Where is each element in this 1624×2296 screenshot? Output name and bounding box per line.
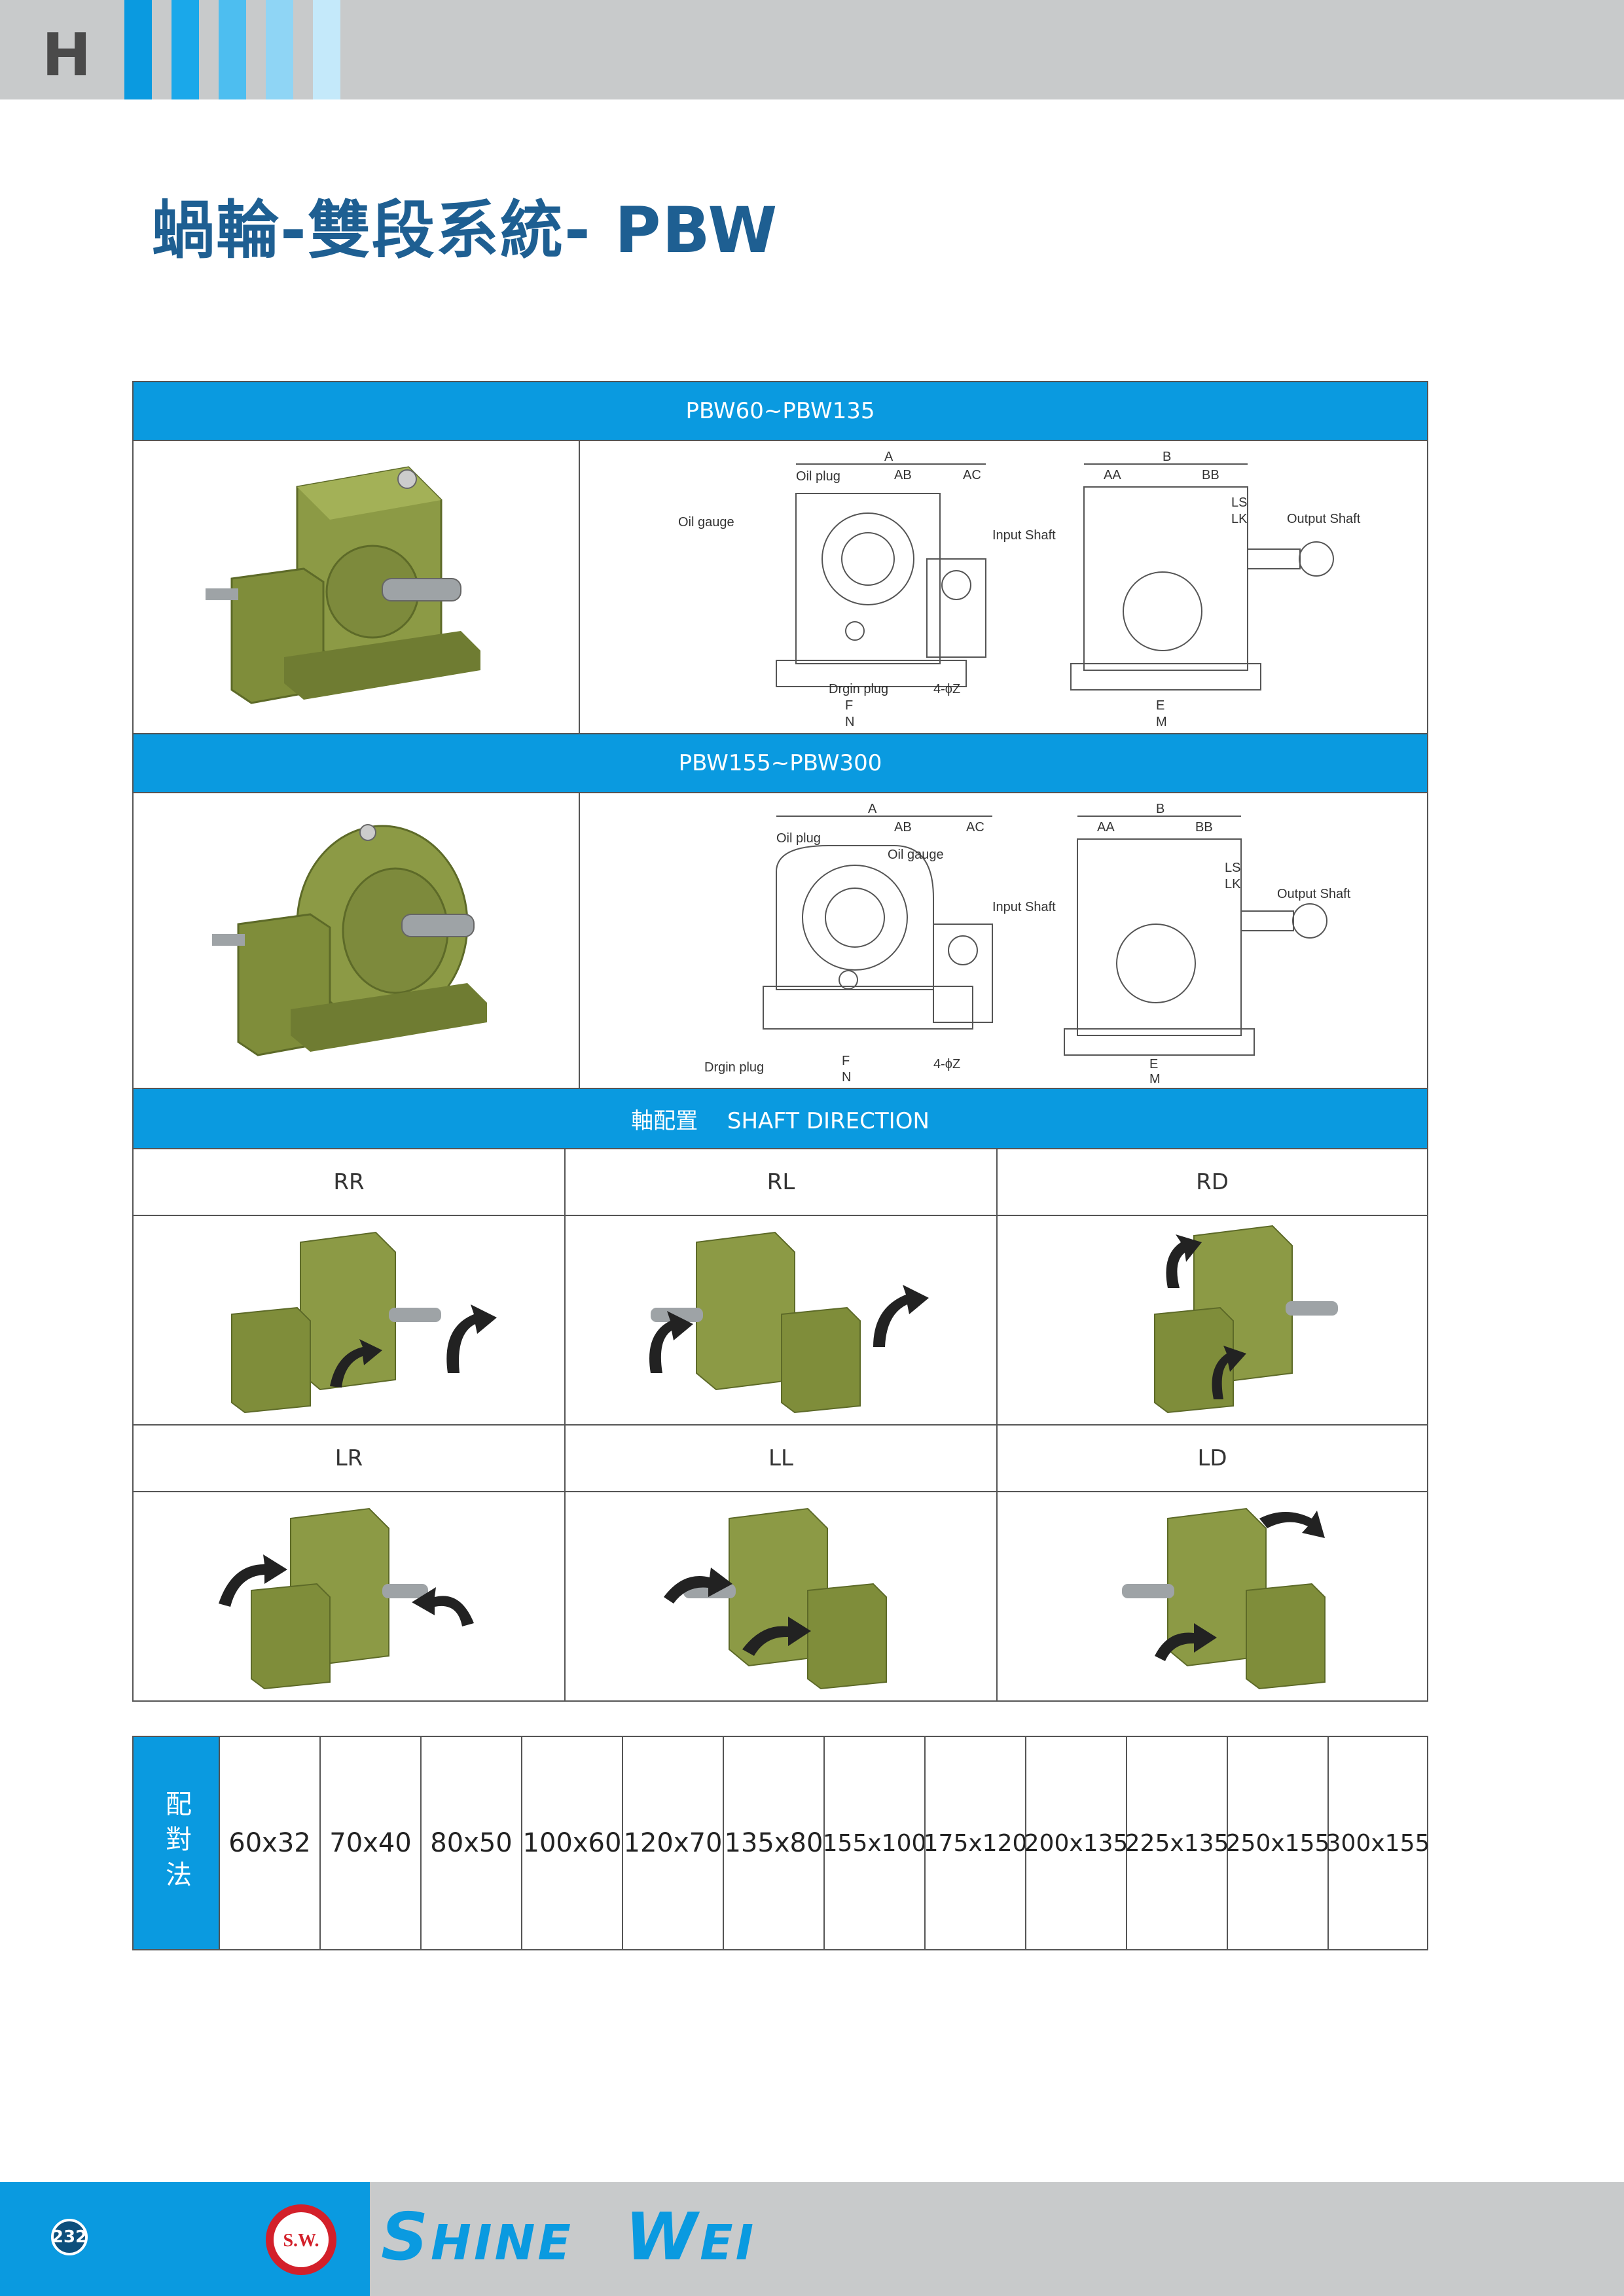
label-drain-plug: Drgin plug (704, 1060, 764, 1075)
direction-image-lr (132, 1491, 566, 1702)
label-dim-m: M (1149, 1072, 1161, 1086)
direction-image-ll (564, 1491, 998, 1702)
matching-value: 135x80 (723, 1736, 825, 1950)
header-stripe (219, 0, 246, 99)
brand-rest: EI (700, 2215, 757, 2271)
direction-image-rd (996, 1215, 1428, 1426)
header-stripe (266, 0, 293, 99)
label-dim-ab: AB (894, 820, 912, 834)
label-dim-n: N (845, 715, 854, 729)
label-dim-f: F (842, 1054, 850, 1068)
label-dim-ac: AC (963, 468, 981, 482)
label-dim-n: N (842, 1070, 851, 1085)
gearbox-ll-icon (664, 1507, 887, 1690)
label-dim-a: A (868, 802, 877, 816)
direction-image-rl (564, 1215, 998, 1426)
label-dim-aa: AA (1097, 820, 1115, 834)
direction-label-ld: LD (996, 1424, 1428, 1492)
photo-cell (132, 440, 580, 734)
label-dim-bb: BB (1195, 820, 1213, 834)
matching-value: 155x100 (823, 1736, 926, 1950)
header-stripe (171, 0, 199, 99)
matching-value: 120x70 (622, 1736, 724, 1950)
label-dim-ab: AB (894, 468, 912, 482)
matching-value: 300x155 (1326, 1736, 1430, 1950)
label-oil-gauge: Oil gauge (678, 515, 734, 529)
label-dim-bb: BB (1202, 468, 1219, 482)
matching-value: 70x40 (319, 1736, 422, 1950)
label-input-shaft: Input Shaft (992, 528, 1056, 543)
brand-letter: W (624, 2198, 700, 2275)
header-stripe (124, 0, 152, 99)
label-dim-m: M (1156, 715, 1167, 729)
matching-value: 200x135 (1024, 1736, 1128, 1950)
drawing-cell: Oil plug Oil gauge Input Shaft Output Sh… (579, 792, 1428, 1089)
brand-rest: HINE (431, 2215, 573, 2271)
label-dim-lk: LK (1225, 877, 1241, 891)
brand-name: SHINE WEI (381, 2204, 756, 2270)
label-dim-a: A (884, 450, 893, 464)
gearbox-rr-icon (231, 1231, 497, 1414)
direction-label-lr: LR (132, 1424, 566, 1492)
direction-label-rl: RL (564, 1148, 998, 1216)
section-bar-shaft-direction: 軸配置 SHAFT DIRECTION (132, 1088, 1428, 1149)
gearbox-rl-icon (649, 1231, 929, 1414)
label-holes: 4-ϕZ (933, 1057, 960, 1071)
label-dim-e: E (1156, 698, 1164, 713)
header-stripe (313, 0, 340, 99)
label-dim-ls: LS (1225, 861, 1240, 875)
gearbox-photo-small (206, 466, 480, 704)
company-logo-icon: S.W. (266, 2204, 336, 2275)
matching-value: 80x50 (420, 1736, 522, 1950)
page-title: 蝸輪-雙段系統- PBW (152, 194, 779, 267)
gearbox-lr-icon (219, 1507, 474, 1690)
label-output-shaft: Output Shaft (1287, 512, 1361, 526)
gearbox-photo-large (212, 824, 487, 1056)
matching-value: 100x60 (521, 1736, 623, 1950)
label-dim-lk: LK (1231, 512, 1248, 526)
direction-label-rr: RR (132, 1148, 566, 1216)
label-oil-plug: Oil plug (796, 469, 840, 484)
label-dim-ac: AC (966, 820, 984, 834)
direction-image-ld (996, 1491, 1428, 1702)
label-oil-gauge: Oil gauge (888, 848, 944, 862)
matching-value: 225x135 (1125, 1736, 1229, 1950)
label-dim-b: B (1163, 450, 1171, 464)
direction-label-ll: LL (564, 1424, 998, 1492)
label-dim-aa: AA (1104, 468, 1121, 482)
label-output-shaft: Output Shaft (1277, 887, 1351, 901)
footer-right (370, 2182, 1624, 2296)
section-bar-pbw155-300: PBW155~PBW300 (132, 733, 1428, 793)
matching-header: 配對法 (132, 1736, 220, 1950)
label-dim-e: E (1149, 1057, 1158, 1071)
label-drain-plug: Drgin plug (829, 682, 888, 696)
direction-image-rr (132, 1215, 566, 1426)
logo-text: S.W. (283, 2231, 319, 2251)
section-letter: H (42, 21, 92, 90)
matching-value: 175x120 (924, 1736, 1027, 1950)
label-input-shaft: Input Shaft (992, 900, 1056, 914)
label-dim-f: F (845, 698, 853, 713)
label-dim-b: B (1156, 802, 1164, 816)
technical-drawing-small: Oil plug Oil gauge Input Shaft Output Sh… (678, 450, 1361, 729)
direction-label-rd: RD (996, 1148, 1428, 1216)
matching-value: 60x32 (219, 1736, 321, 1950)
technical-drawing-large: Oil plug Oil gauge Input Shaft Output Sh… (704, 802, 1351, 1086)
label-dim-ls: LS (1231, 495, 1247, 510)
gearbox-rd-icon (1154, 1225, 1338, 1414)
page-number: 232 (51, 2219, 88, 2255)
matching-value: 250x155 (1226, 1736, 1329, 1950)
photo-cell (132, 792, 580, 1089)
label-holes: 4-ϕZ (933, 682, 960, 696)
gearbox-ld-icon (1122, 1507, 1326, 1690)
label-oil-plug: Oil plug (776, 831, 821, 846)
section-bar-pbw60-135: PBW60~PBW135 (132, 381, 1428, 441)
brand-letter: S (381, 2198, 431, 2275)
drawing-cell: Oil plug Oil gauge Input Shaft Output Sh… (579, 440, 1428, 734)
